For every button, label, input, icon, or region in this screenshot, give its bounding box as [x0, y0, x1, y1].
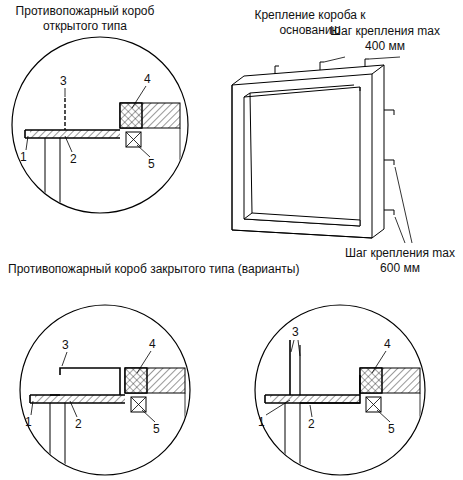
callout-number: 1: [258, 416, 265, 429]
callout-number: 4: [144, 73, 151, 86]
callout-number: 3: [62, 339, 69, 352]
callout-number: 2: [75, 418, 82, 431]
callout-number: 1: [20, 151, 27, 164]
callout-number: 3: [60, 75, 67, 88]
callout-number: 4: [384, 338, 391, 351]
heading: Противопожарный короб открытого типа: [5, 4, 165, 34]
note: Шаг крепления max 400 мм: [330, 24, 440, 54]
callout-number: 4: [149, 338, 156, 351]
heading: Противопожарный короб закрытого типа (ва…: [8, 262, 299, 277]
callout-number: 3: [292, 326, 299, 339]
callout-number: 2: [70, 153, 77, 166]
note: Шаг крепления max 600 мм: [345, 246, 455, 276]
callout-number: 5: [153, 423, 160, 436]
callout-number: 2: [308, 418, 315, 431]
callout-number: 5: [148, 158, 155, 171]
callout-number: 5: [388, 423, 395, 436]
callout-number: 1: [25, 416, 32, 429]
